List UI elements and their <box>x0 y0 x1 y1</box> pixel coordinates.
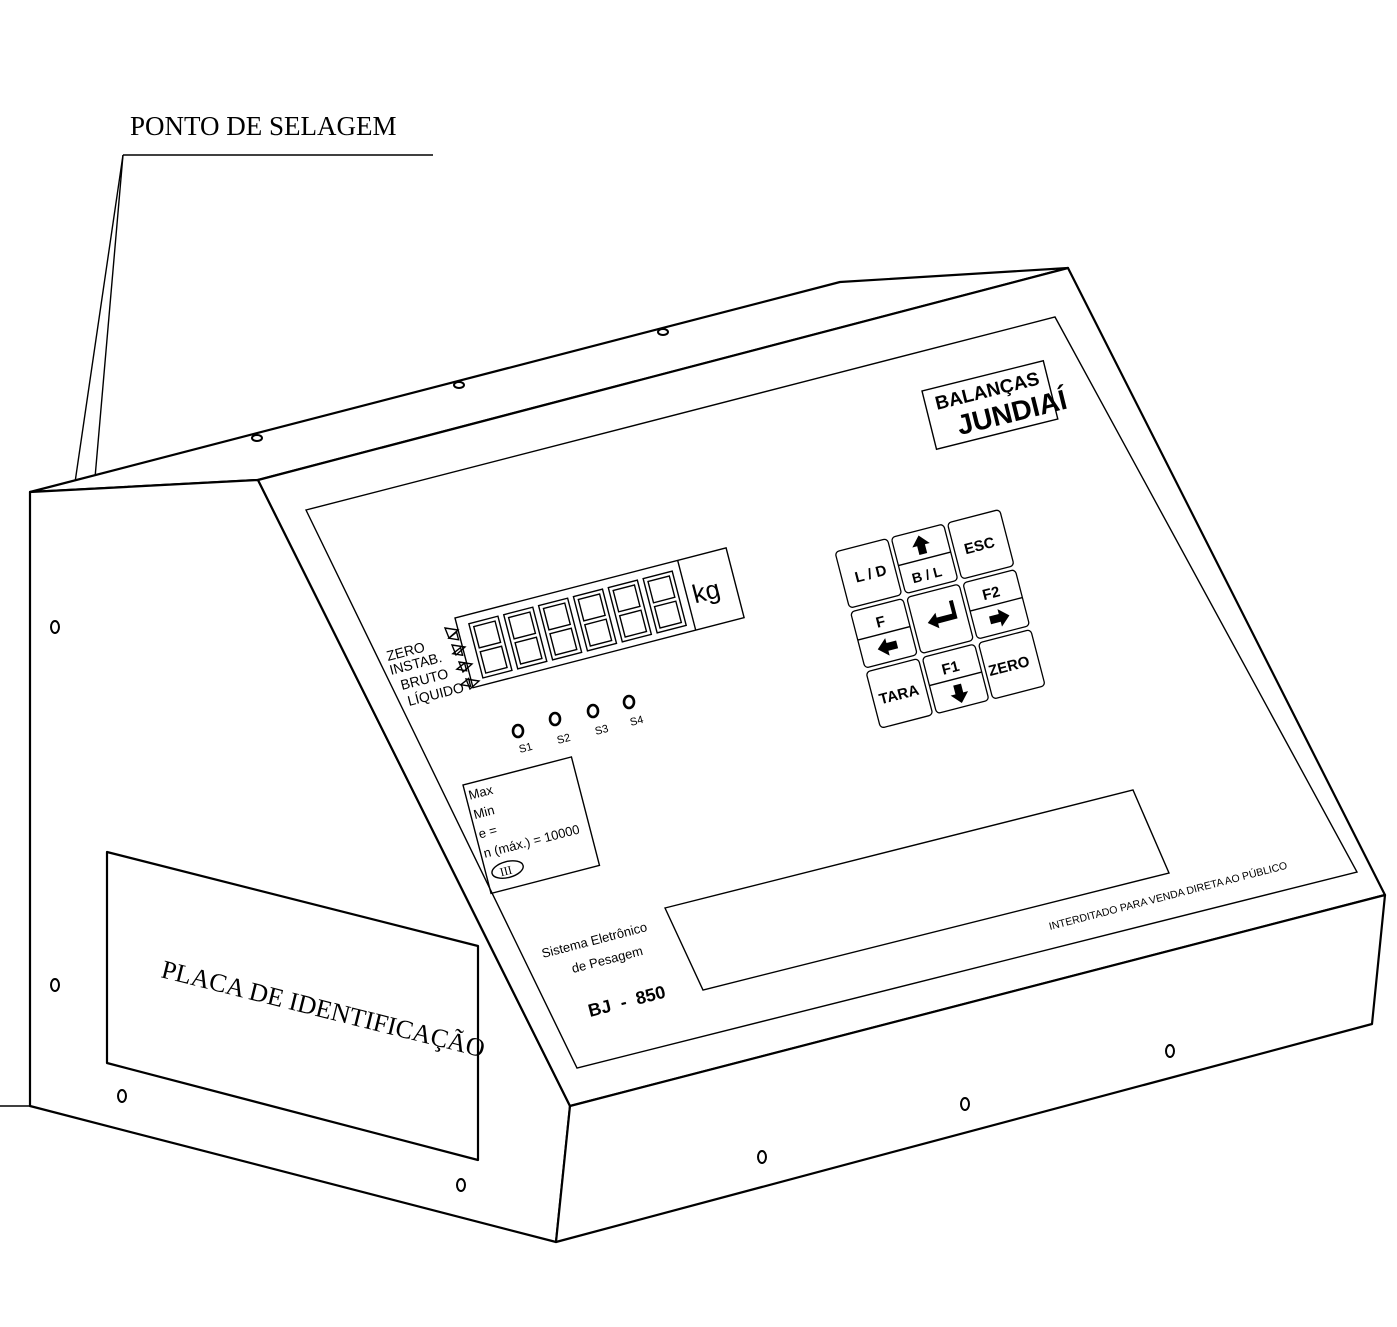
key-bl-label: B / L <box>910 563 944 586</box>
metrology-max: Max <box>467 782 495 803</box>
led-s4-label: S4 <box>629 714 645 729</box>
key-tara[interactable]: TARA <box>866 658 933 729</box>
screw-hole-icon <box>960 1097 970 1111</box>
screw-icon <box>251 434 263 442</box>
triangle-icon <box>457 661 474 674</box>
sealing-point-label: PONTO DE SELAGEM <box>130 111 397 141</box>
led-icon <box>511 723 525 739</box>
key-f1-label: F1 <box>940 658 961 679</box>
metrology-min: Min <box>472 802 496 822</box>
led-icon <box>548 711 562 727</box>
screw-hole-icon <box>456 1178 466 1192</box>
side-holes <box>50 620 1175 1192</box>
screw-hole-icon <box>117 1089 127 1103</box>
key-esc[interactable]: ESC <box>947 509 1014 579</box>
accuracy-class: III <box>498 863 513 880</box>
triangle-icon <box>450 644 467 657</box>
led-s1-label: S1 <box>518 741 534 756</box>
key-zero[interactable]: ZERO <box>978 629 1045 699</box>
screw-icon <box>657 328 669 336</box>
key-f1-down[interactable]: F1 <box>922 644 989 714</box>
triangle-icon <box>464 678 481 691</box>
top-screws <box>251 328 669 442</box>
left-arrow-icon <box>877 638 899 656</box>
key-f2-label: F2 <box>981 583 1002 604</box>
led-icon <box>586 703 600 719</box>
notice-box <box>664 789 1170 991</box>
down-arrow-icon <box>950 683 969 704</box>
led-s3-label: S3 <box>594 723 610 738</box>
identification-plate: PLACA DE IDENTIFICAÇÃO <box>105 850 488 1162</box>
keypad: L / D B / L ESC F F2 <box>835 509 1045 728</box>
front-panel-inset <box>304 316 1359 1069</box>
led-icon <box>622 694 636 710</box>
key-up-bl[interactable]: B / L <box>891 524 958 594</box>
key-ld[interactable]: L / D <box>835 538 902 608</box>
metrology-e: e = <box>477 822 499 841</box>
key-f-left[interactable]: F <box>850 598 918 669</box>
key-f-label: F <box>874 613 887 632</box>
enter-arrow-icon <box>927 600 958 629</box>
led-s2-label: S2 <box>556 732 572 747</box>
seal-hole-icon <box>50 978 60 992</box>
metrology-plate: Max Min e = n (máx.) = 10000 III <box>462 756 601 895</box>
screw-hole-icon <box>757 1150 767 1164</box>
key-enter[interactable] <box>906 584 974 654</box>
right-arrow-icon <box>989 609 1010 627</box>
seal-hole-icon <box>50 620 60 634</box>
screw-hole-icon <box>1165 1044 1175 1058</box>
screw-icon <box>453 381 465 389</box>
triangle-icon <box>443 627 460 640</box>
key-f2-right[interactable]: F2 <box>963 569 1030 639</box>
seven-segment-digits <box>468 570 688 679</box>
up-arrow-icon <box>912 535 930 555</box>
status-leds: S1 S2 S3 S4 <box>511 694 645 756</box>
